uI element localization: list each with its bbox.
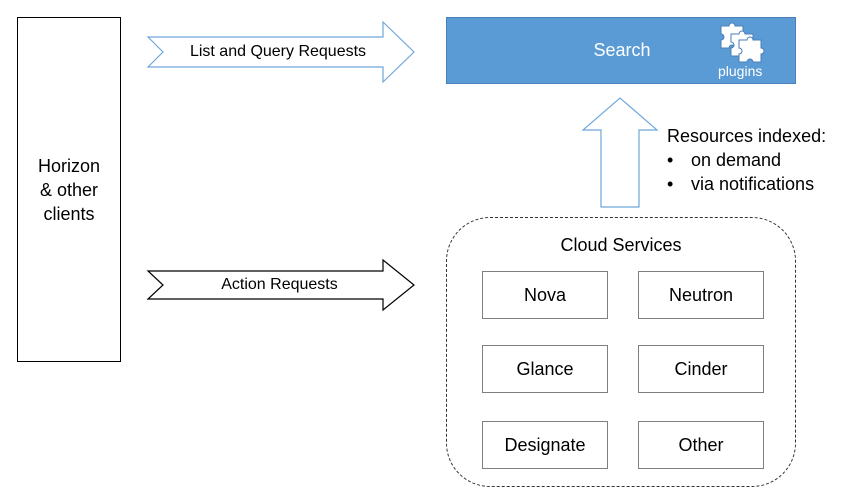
resources-title: Resources indexed:	[667, 126, 827, 146]
resources-list: on demand via notifications	[667, 148, 826, 196]
list-query-label: List and Query Requests	[189, 43, 367, 60]
resources-item-via-notifications: via notifications	[667, 172, 826, 196]
action-arrow	[146, 258, 415, 312]
service-nova: Nova	[482, 271, 608, 319]
search-box: Search plugins	[446, 17, 796, 84]
search-label: Search	[593, 40, 651, 60]
service-neutron: Neutron	[638, 271, 764, 319]
clients-line-1: Horizon	[37, 155, 101, 176]
clients-line-3: clients	[43, 203, 95, 224]
clients-box: Horizon & other clients	[17, 17, 121, 362]
puzzle-plugins-icon	[720, 22, 765, 63]
service-cinder: Cinder	[638, 345, 764, 393]
cloud-services-container	[446, 217, 796, 487]
clients-line-2: & other	[39, 179, 99, 200]
resources-indexed-note: Resources indexed: on demand via notific…	[667, 124, 826, 196]
index-up-arrow	[581, 97, 659, 208]
service-other: Other	[638, 421, 764, 469]
service-designate: Designate	[482, 421, 608, 469]
list-query-arrow	[146, 20, 415, 84]
service-glance: Glance	[482, 345, 608, 393]
cloud-services-title: Cloud Services	[560, 235, 682, 255]
plugins-label: plugins	[718, 63, 763, 79]
resources-item-on-demand: on demand	[667, 148, 826, 172]
action-label: Action Requests	[221, 276, 338, 293]
